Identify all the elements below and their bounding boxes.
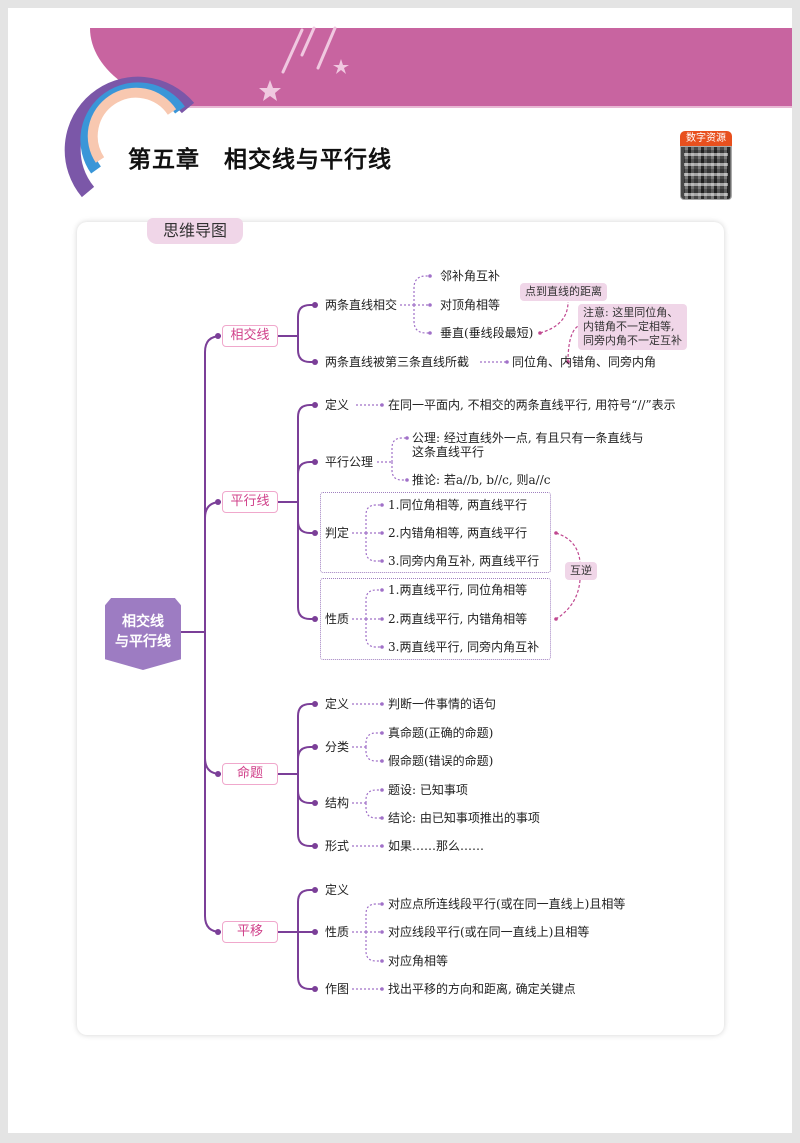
branch-translation: 平移 bbox=[222, 921, 278, 943]
node-dot bbox=[380, 816, 384, 820]
connector bbox=[567, 324, 581, 363]
connector bbox=[278, 889, 315, 990]
banner-underline bbox=[180, 106, 800, 108]
properties-box bbox=[320, 578, 551, 660]
connector bbox=[400, 275, 430, 334]
connector bbox=[278, 404, 315, 620]
leaf: 真命题(正确的命题) bbox=[388, 726, 494, 740]
digital-resource-label[interactable]: 数字资源 bbox=[680, 131, 732, 146]
note-distance: 点到直线的距离 bbox=[520, 283, 607, 301]
node-dot bbox=[566, 360, 570, 364]
node-dot bbox=[554, 531, 558, 535]
node-label: 定义 bbox=[325, 883, 350, 897]
root-line-2: 与平行线 bbox=[115, 634, 171, 650]
node-label: 定义 bbox=[325, 697, 350, 711]
leaf: 垂直(垂线段最短) bbox=[440, 326, 534, 340]
leaf: 题设: 已知事项 bbox=[388, 783, 468, 797]
leaf: 对顶角相等 bbox=[440, 298, 501, 312]
leaf: 3.同旁内角互补, 两直线平行 bbox=[388, 554, 540, 568]
root-node: 相交线与平行线 bbox=[105, 598, 181, 670]
node-dot bbox=[380, 930, 384, 934]
node-label: 两条直线被第三条直线所截 bbox=[325, 355, 470, 369]
connector bbox=[352, 903, 382, 962]
connector bbox=[377, 437, 407, 481]
leaf: 1.两直线平行, 同位角相等 bbox=[388, 583, 528, 597]
mind-map-card bbox=[77, 222, 724, 1035]
leaf: 对应线段平行(或在同一直线上)且相等 bbox=[388, 925, 590, 939]
root-line-1: 相交线 bbox=[122, 614, 164, 630]
node-dot bbox=[380, 531, 384, 535]
node-dot bbox=[554, 617, 558, 621]
leaf: 这条直线平行 bbox=[412, 445, 485, 459]
node-label: 平行公理 bbox=[325, 455, 374, 469]
leaf: 假命题(错误的命题) bbox=[388, 754, 494, 768]
leaf: 对应角相等 bbox=[388, 954, 449, 968]
leaf: 在同一平面内, 不相交的两条直线平行, 用符号“//”表示 bbox=[388, 398, 676, 412]
leaf: 1.同位角相等, 两直线平行 bbox=[388, 498, 528, 512]
connector bbox=[352, 732, 382, 762]
leaf: 3.两直线平行, 同旁内角互补 bbox=[388, 640, 540, 654]
leaf: 推论: 若a//b, b//c, 则a//c bbox=[412, 473, 551, 487]
note-caution: 注意: 这里同位角、内错角不一定相等,同旁内角不一定互补 bbox=[578, 304, 687, 350]
node-label: 定义 bbox=[325, 398, 350, 412]
header-decoration bbox=[64, 26, 349, 198]
node-label: 性质 bbox=[325, 925, 350, 939]
star-icon bbox=[333, 59, 349, 74]
node-label: 分类 bbox=[325, 740, 350, 754]
node-label: 形式 bbox=[325, 839, 350, 853]
leaf: 公理: 经过直线外一点, 有且只有一条直线与 bbox=[412, 431, 644, 445]
node-dot bbox=[380, 759, 384, 763]
leaf: 同位角、内错角、同旁内角 bbox=[512, 355, 657, 369]
node-label: 结构 bbox=[325, 796, 350, 810]
leaf: 对应点所连线段平行(或在同一直线上)且相等 bbox=[388, 897, 626, 911]
connector bbox=[278, 703, 315, 847]
connector bbox=[278, 304, 315, 363]
leaf: 2.两直线平行, 内错角相等 bbox=[388, 612, 528, 626]
node-label: 两条直线相交 bbox=[325, 298, 398, 312]
leaf: 判断一件事情的语句 bbox=[388, 697, 497, 711]
chapter-title: 第五章 相交线与平行线 bbox=[128, 147, 392, 173]
node-dot bbox=[380, 617, 384, 621]
connector bbox=[555, 532, 581, 620]
leaf: 如果……那么…… bbox=[388, 839, 485, 853]
node-dot bbox=[405, 436, 409, 440]
node-dot bbox=[505, 360, 509, 364]
note-line: 内错角不一定相等, bbox=[583, 320, 675, 333]
node-label: 判定 bbox=[325, 526, 350, 540]
branch-intersecting-lines: 相交线 bbox=[222, 325, 278, 347]
node-dot bbox=[380, 731, 384, 735]
node-dot bbox=[428, 303, 432, 307]
header-banner bbox=[90, 28, 800, 108]
node-dot bbox=[538, 331, 542, 335]
node-label: 性质 bbox=[325, 612, 350, 626]
section-tag: 思维导图 bbox=[147, 218, 243, 244]
branch-parallel-lines: 平行线 bbox=[222, 491, 278, 513]
connector bbox=[352, 789, 382, 819]
star-icon bbox=[259, 80, 281, 101]
qr-code[interactable] bbox=[680, 146, 732, 200]
note-line: 同旁内角不一定互补 bbox=[583, 334, 682, 347]
leaf: 找出平移的方向和距离, 确定关键点 bbox=[388, 982, 576, 996]
node-dot bbox=[428, 331, 432, 335]
criteria-box bbox=[320, 492, 551, 573]
leaf: 2.内错角相等, 两直线平行 bbox=[388, 526, 528, 540]
node-label: 作图 bbox=[325, 982, 350, 996]
connector bbox=[181, 335, 222, 933]
leaf: 结论: 由已知事项推出的事项 bbox=[388, 811, 540, 825]
connector bbox=[539, 301, 569, 334]
note-line: 注意: 这里同位角、 bbox=[583, 306, 679, 319]
leaf: 邻补角互补 bbox=[440, 269, 501, 283]
note-converse: 互逆 bbox=[565, 562, 597, 580]
branch-proposition: 命题 bbox=[222, 763, 278, 785]
